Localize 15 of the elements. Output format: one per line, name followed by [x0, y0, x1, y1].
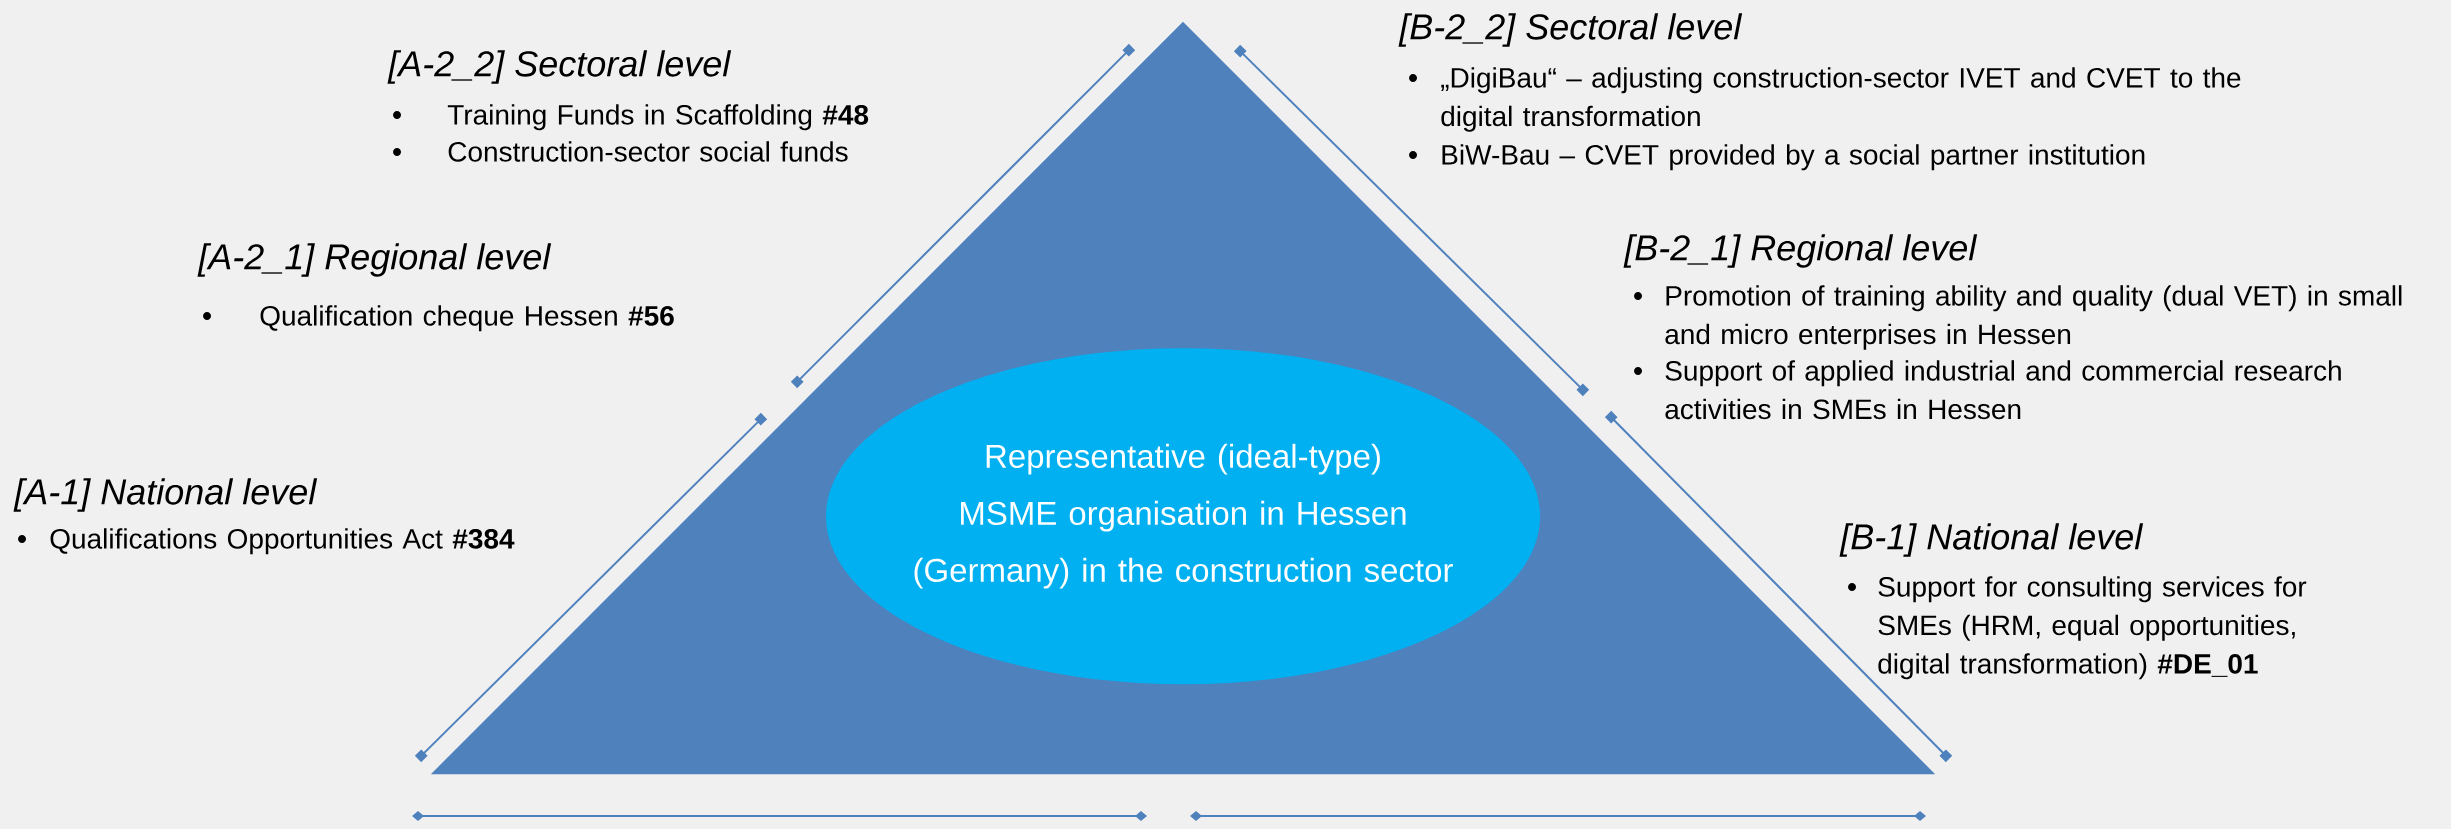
- bullet-text: Support of applied industrial and commercial research activities in SMEs in Hessen: [1665, 360, 2341, 420]
- bullet-text: „DigiBau“ – adjusting construction-sector IVET and CVET to the digital transformation: [1441, 67, 2241, 132]
- level-heading: [B-2_2] Sectoral level: [1398, 13, 1743, 47]
- level-heading: [B-2_1] Regional level: [1623, 234, 1978, 268]
- bullet-text: Qualifications Opportunities Act #384: [50, 528, 515, 555]
- level-heading: [A-1] National level: [13, 478, 318, 512]
- level-heading: [A-2_2] Sectoral level: [387, 50, 732, 84]
- level-heading: [A-2_1] Regional level: [197, 243, 552, 277]
- bullet-text: Training Funds in Scaffolding #48: [447, 104, 869, 131]
- bullet-text: Qualification cheque Hessen #56: [260, 305, 674, 332]
- bullet-text: Promotion of training ability and quality (dual VET) in small and micro enterprises in Hessen: [1665, 285, 2402, 350]
- bullet-text: Construction-sector social funds: [448, 141, 848, 162]
- level-heading: [B-1] National level: [1839, 523, 2144, 557]
- bullet-text: Support for consulting services for SMEs (HRM, equal opportunities, digital transformation) #DE_01: [1878, 576, 2307, 680]
- bullet-text: BiW-Bau – CVET provided by a social partner institution: [1442, 144, 2145, 171]
